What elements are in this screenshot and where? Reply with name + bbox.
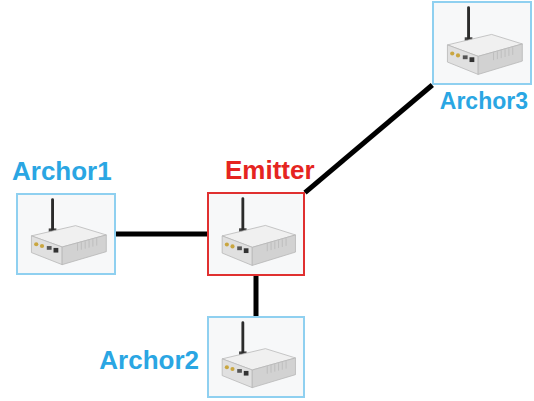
device-illustration bbox=[209, 318, 303, 396]
device-illustration bbox=[209, 194, 303, 274]
link-line bbox=[116, 232, 207, 237]
device-illustration bbox=[18, 195, 114, 273]
device-box: Emitter bbox=[207, 192, 305, 276]
device-illustration bbox=[434, 3, 530, 83]
device-label: Archor3 bbox=[440, 89, 528, 114]
device-box: Archor2 bbox=[207, 316, 305, 398]
link-line bbox=[254, 276, 259, 316]
device-box: Archor3 bbox=[432, 1, 532, 85]
device-label: Archor1 bbox=[12, 157, 112, 186]
device-label: Emitter bbox=[225, 156, 315, 185]
device-box: Archor1 bbox=[16, 193, 116, 275]
device-label: Archor2 bbox=[99, 346, 199, 375]
link-line bbox=[305, 85, 432, 193]
